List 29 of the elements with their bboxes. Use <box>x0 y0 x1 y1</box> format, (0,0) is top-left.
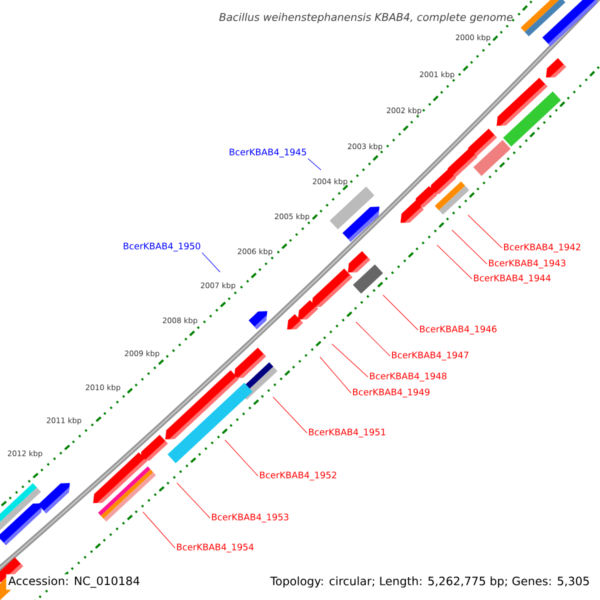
leader-line <box>142 512 176 548</box>
leader-line <box>176 482 210 518</box>
leader-line <box>308 158 322 170</box>
gene-label: BcerKBAB4_1945 <box>230 148 306 158</box>
title: Bacillus weihenstephanensis KBAB4, complete genome <box>219 12 513 24</box>
gene-label: BcerKBAB4_1950 <box>124 242 200 252</box>
gene-label: BcerKBAB4_1954 <box>177 544 254 552</box>
leader-line <box>224 440 258 476</box>
leader-line <box>468 214 502 248</box>
leader-line <box>332 344 368 378</box>
leader-line <box>202 252 220 272</box>
accession-text: Accession: NC_010184 <box>6 574 142 590</box>
leader-line <box>436 244 472 280</box>
leader-line <box>356 322 390 356</box>
leader-line <box>382 294 418 330</box>
gene-label: BcerKBAB4_1946 <box>420 326 497 334</box>
gene-label: BcerKBAB4_1949 <box>353 388 430 398</box>
leader-line <box>452 230 488 264</box>
leader-line <box>272 396 308 434</box>
gene-label: BcerKBAB4_1952 <box>260 472 336 480</box>
gene-label: BcerKBAB4_1947 <box>392 352 468 360</box>
gene-label: BcerKBAB4_1953 <box>212 514 288 522</box>
genome-info-text: Topology: circular; Length: 5,262,775 bp; Genes: 5,305 <box>268 574 592 590</box>
gene-label: BcerKBAB4_1951 <box>309 428 386 438</box>
gene-label: BcerKBAB4_1948 <box>370 372 446 382</box>
gene-label: BcerKBAB4_1943 <box>489 260 566 268</box>
gene-label: BcerKBAB4_1942 <box>504 244 580 252</box>
gene-label: BcerKBAB4_1944 <box>474 274 551 284</box>
leader-line <box>320 356 352 394</box>
